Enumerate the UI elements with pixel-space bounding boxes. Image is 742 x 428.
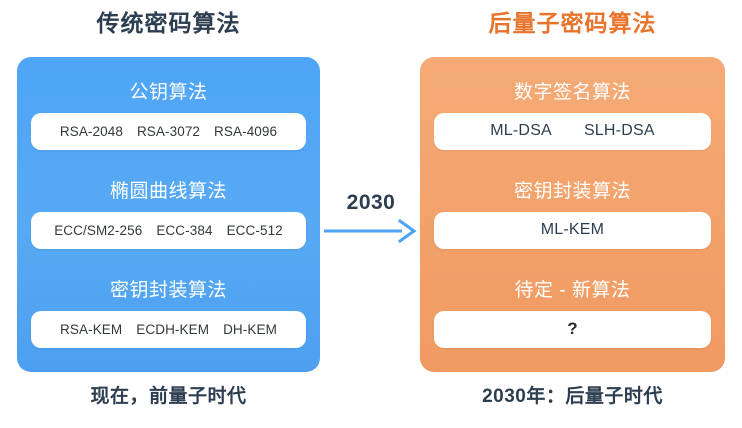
algorithm-chip-row: ? xyxy=(551,319,594,339)
algorithm-chip: RSA-KEM xyxy=(60,321,123,337)
algorithm-pill: ? xyxy=(434,310,711,348)
post-quantum-crypto-panel: 数字签名算法 ML-DSA SLH-DSA 密钥封装算法 ML-KEM 待定 -… xyxy=(420,57,725,372)
left-column-title: 传统密码算法 xyxy=(96,10,241,36)
right-footer-caption: 2030年：后量子时代 xyxy=(482,386,663,407)
group-key-encapsulation-pq: 密钥封装算法 ML-KEM xyxy=(434,164,711,263)
algorithm-pill: ML-DSA SLH-DSA xyxy=(434,112,711,150)
algorithm-chip: ECC/SM2-256 xyxy=(54,222,143,238)
group-digital-signature: 数字签名算法 ML-DSA SLH-DSA xyxy=(434,65,711,164)
right-arrow-icon xyxy=(324,218,417,244)
algorithm-chip-row: ML-KEM xyxy=(525,221,620,239)
group-pending-new-algorithms: 待定 - 新算法 ? xyxy=(434,263,711,362)
algorithm-chip-row: RSA-KEM ECDH-KEM DH-KEM xyxy=(53,322,284,337)
algorithm-chip: ML-KEM xyxy=(540,221,605,238)
algorithm-chip: RSA-4096 xyxy=(214,123,278,139)
group-heading: 待定 - 新算法 xyxy=(514,279,631,301)
algorithm-chip: SLH-DSA xyxy=(583,122,655,139)
left-footer-caption: 现在，前量子时代 xyxy=(90,386,247,407)
algorithm-chip-row: RSA-2048 RSA-3072 RSA-4096 xyxy=(53,124,284,139)
group-heading: 密钥封装算法 xyxy=(513,180,631,202)
algorithm-chip: DH-KEM xyxy=(223,321,277,337)
algorithm-chip: RSA-3072 xyxy=(136,123,201,139)
algorithm-chip-row: ECC/SM2-256 ECC-384 ECC-512 xyxy=(47,223,290,238)
group-heading: 数字签名算法 xyxy=(513,81,631,103)
algorithm-pill: RSA-KEM ECDH-KEM DH-KEM xyxy=(31,310,306,348)
algorithm-chip: ML-DSA xyxy=(490,122,552,139)
algorithm-chip: ? xyxy=(567,319,578,338)
transition-arrow-group: 2030 xyxy=(324,190,418,250)
algorithm-chip: ECC-384 xyxy=(156,222,213,238)
group-key-encapsulation-classical: 密钥封装算法 RSA-KEM ECDH-KEM DH-KEM xyxy=(31,263,306,362)
algorithm-chip: RSA-2048 xyxy=(59,123,123,139)
group-heading: 公钥算法 xyxy=(129,81,208,103)
group-public-key: 公钥算法 RSA-2048 RSA-3072 RSA-4096 xyxy=(31,65,306,164)
group-elliptic-curve: 椭圆曲线算法 ECC/SM2-256 ECC-384 ECC-512 xyxy=(31,164,306,263)
algorithm-pill: ML-KEM xyxy=(434,211,711,249)
algorithm-chip: ECC-512 xyxy=(226,222,283,238)
group-heading: 密钥封装算法 xyxy=(109,279,227,301)
algorithm-chip: ECDH-KEM xyxy=(136,321,210,337)
right-column-title: 后量子密码算法 xyxy=(488,10,657,36)
algorithm-chip-row: ML-DSA SLH-DSA xyxy=(474,122,670,140)
algorithm-pill: ECC/SM2-256 ECC-384 ECC-512 xyxy=(31,211,306,249)
algorithm-pill: RSA-2048 RSA-3072 RSA-4096 xyxy=(31,112,306,150)
transition-year-label: 2030 xyxy=(346,191,396,214)
classical-crypto-panel: 公钥算法 RSA-2048 RSA-3072 RSA-4096 椭圆曲线算法 E… xyxy=(17,57,320,372)
group-heading: 椭圆曲线算法 xyxy=(109,180,227,202)
